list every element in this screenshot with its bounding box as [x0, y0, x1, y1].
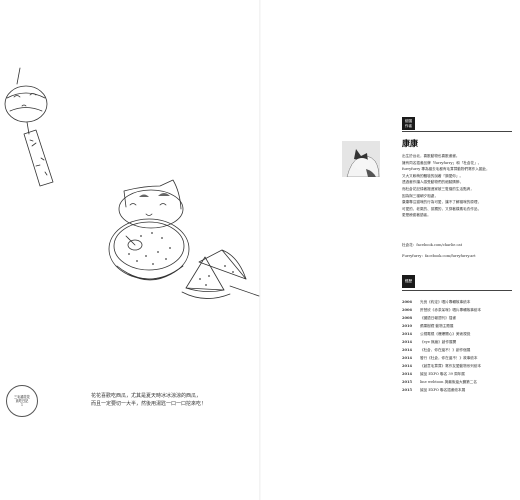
works-item: 2008《國語日報週刊》插畫 [402, 316, 456, 320]
cat-illustration [118, 179, 184, 229]
section-divider [402, 131, 512, 132]
watermelon-bowl-illustration [108, 218, 190, 281]
series-badge: 三毛貓花花 貪吃日記 1 [6, 385, 38, 417]
works-item: 2014《杜倉，你在還不！》創作個展 [402, 348, 471, 352]
works-item: 2014《創意毛茸茸》寫作友愛動物系列繪本 [402, 364, 482, 368]
watermelon-slices-illustration [181, 249, 260, 299]
page-gutter [259, 0, 261, 500]
section-tag-author: 繪圖 作者 [402, 117, 415, 130]
wind-chime-illustration [4, 67, 54, 187]
author-photo [342, 141, 380, 177]
author-name: 康康 [402, 138, 418, 148]
facebook-link-furryfurry[interactable]: Furryfurry：facebook.com/furryfurry.art [402, 254, 476, 258]
section-divider [402, 290, 512, 291]
author-links: 杜倉花：facebook.com/charlie.cat Furryfurry：… [402, 240, 476, 262]
facebook-link-charlie[interactable]: 杜倉花：facebook.com/charlie.cat [402, 243, 463, 247]
section-tag-works: 經歷 [402, 275, 415, 288]
illustration-caption: 花花喜歡吃西瓜，尤其是夏天時冰冰涼涼的西瓜， 而且一定要切一大半，然後用湯匙一口… [91, 393, 207, 407]
author-bio: 出生於台北，喜歡動物也喜歡畫畫。 擁有同名插畫品牌「furryfurry」和「杜… [402, 154, 490, 218]
works-item: 2014《eye 無痕》創作展開 [402, 340, 457, 344]
